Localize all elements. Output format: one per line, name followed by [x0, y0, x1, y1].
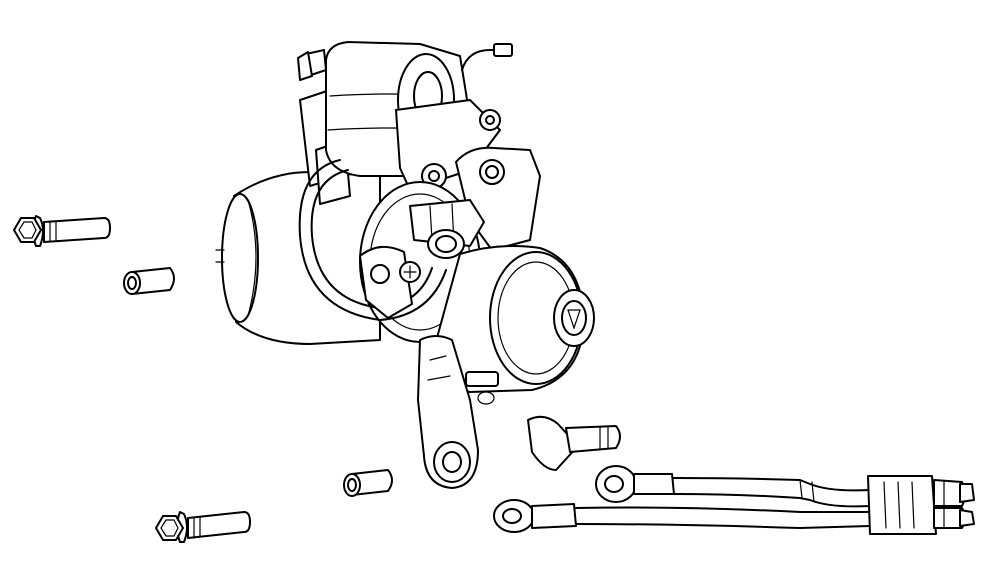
starter-motor-assembly — [215, 41, 595, 489]
lower-spacer — [343, 469, 393, 497]
connector-plug — [867, 475, 975, 535]
lower-bolt — [155, 511, 251, 543]
upper-spacer — [123, 267, 175, 295]
terminal-boot — [527, 415, 621, 471]
ring-terminal-cable-upper — [595, 465, 871, 508]
upper-bolt — [13, 215, 111, 247]
ring-terminal-cable-lower — [493, 499, 871, 533]
